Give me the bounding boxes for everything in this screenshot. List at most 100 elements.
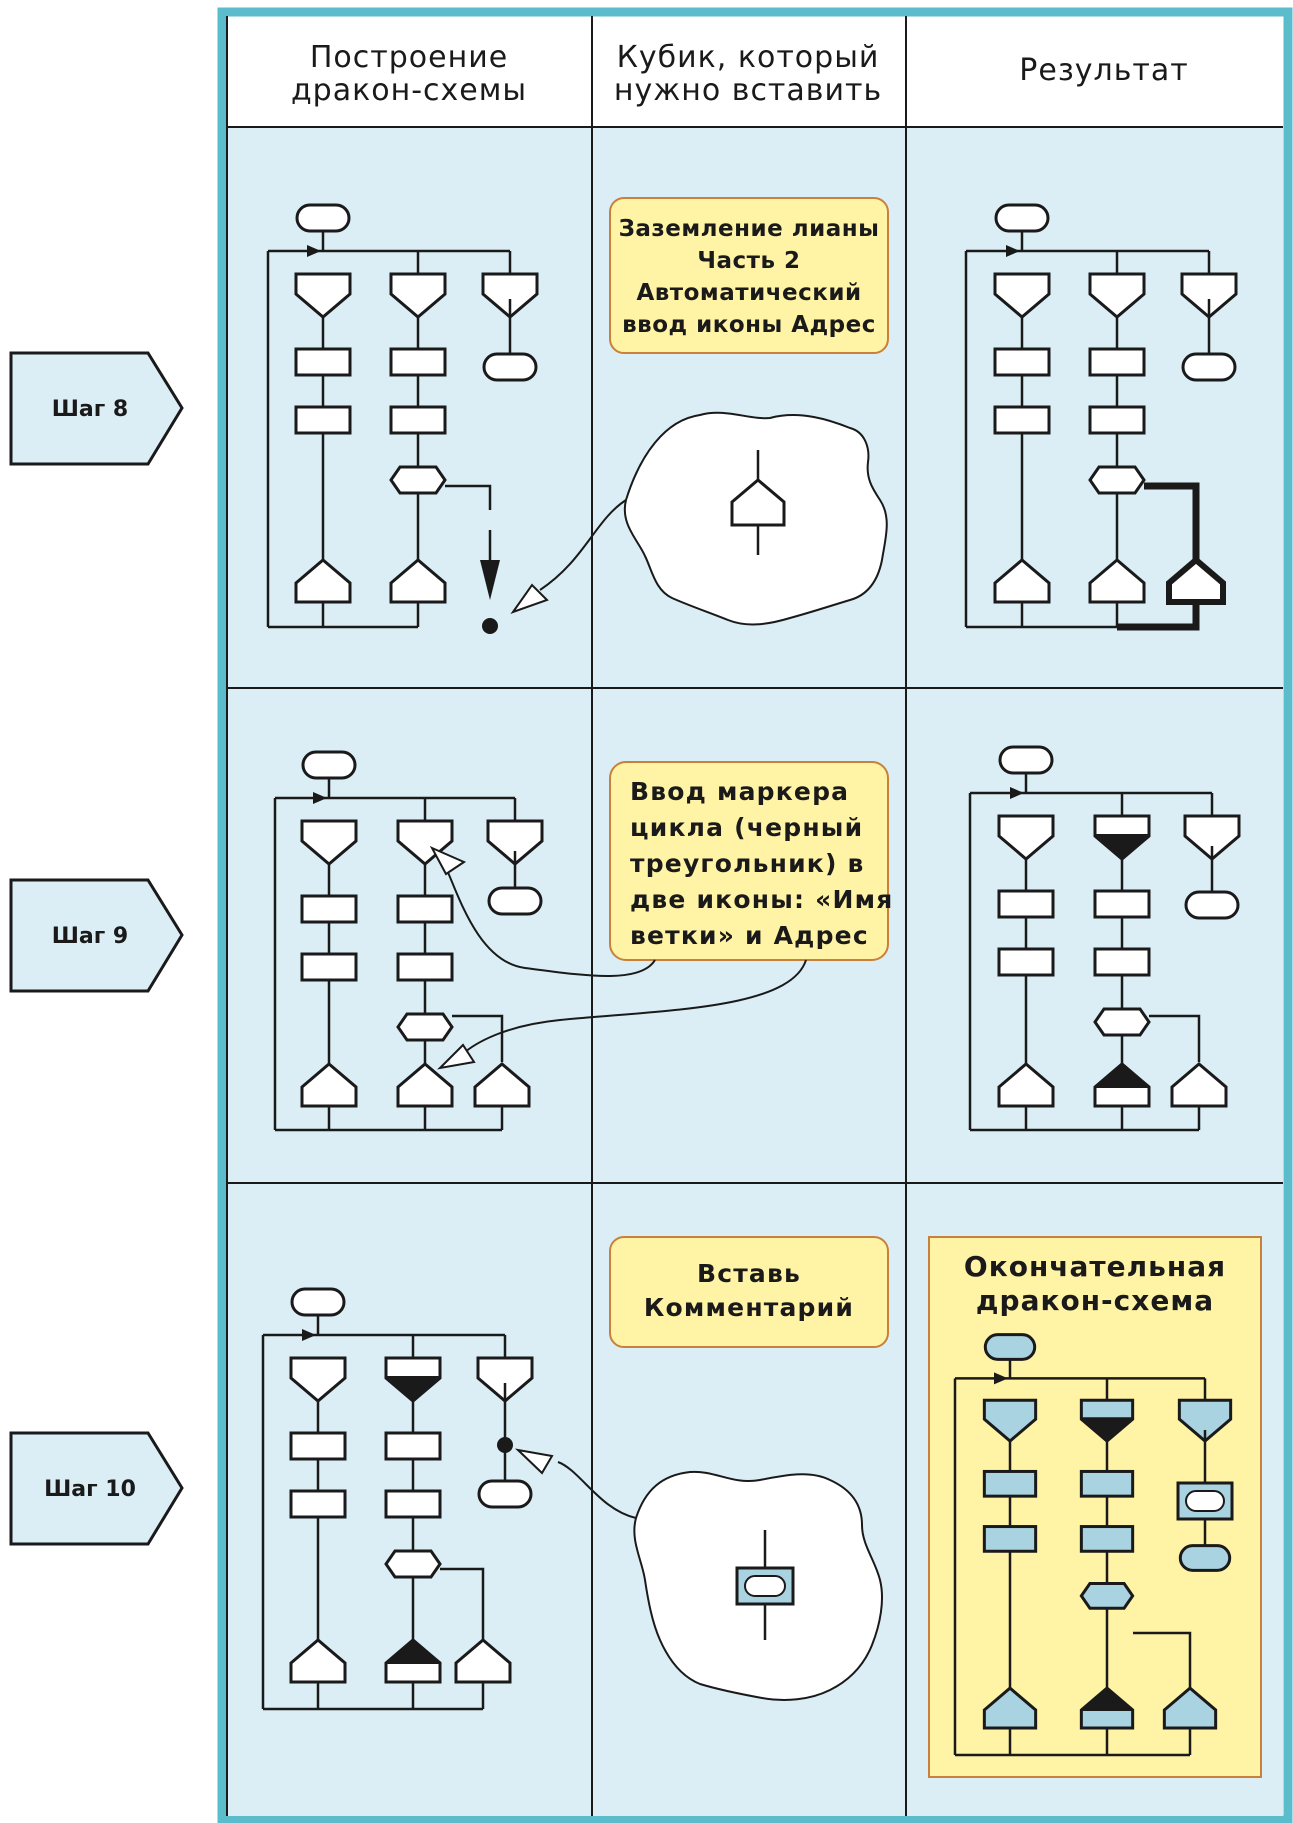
arrow-icon [307, 245, 321, 257]
question-shape [1093, 1007, 1151, 1037]
branch-name-shape [486, 819, 544, 866]
branch-name-shape [982, 1398, 1038, 1444]
step10-note-line2: Комментарий [644, 1293, 854, 1322]
step10-note [609, 1236, 889, 1348]
insertion-point-icon [482, 618, 498, 634]
loop-marker-icon [1081, 1688, 1133, 1711]
action-shape [997, 947, 1055, 977]
address-shape [289, 1638, 347, 1684]
connector-line [445, 484, 492, 510]
comment-icon [735, 1530, 795, 1640]
action-shape [982, 1469, 1038, 1498]
step9-note-line5: ветки» и Адрес [630, 921, 869, 950]
question-shape [1088, 465, 1146, 495]
terminator-shape [295, 203, 351, 233]
terminator-shape [983, 1333, 1037, 1361]
step8-note-line4: ввод иконы Адрес [622, 312, 876, 338]
connector-line [1149, 1014, 1201, 1062]
header-col3-line1: Результат [1019, 53, 1188, 88]
step9-note [609, 761, 889, 961]
terminator-shape [482, 352, 538, 382]
question-shape [384, 1549, 442, 1579]
loop-marker-icon [1081, 1417, 1133, 1442]
address-shape [982, 1686, 1038, 1730]
branch-name-shape [993, 272, 1051, 319]
action-shape [993, 405, 1051, 435]
branch-name-shape [1180, 272, 1238, 319]
drakon-diagrams [261, 203, 1241, 1757]
step9-note-line3: треугольник) в [630, 849, 865, 878]
action-shape [396, 952, 454, 982]
terminator-shape [301, 750, 357, 780]
terminator-shape [487, 886, 543, 916]
header-col1-line1: Построение [310, 40, 508, 75]
address-shape [294, 558, 352, 604]
address-icon [730, 450, 786, 555]
address-shape [454, 1638, 512, 1684]
address-shape [1088, 558, 1146, 604]
action-shape [389, 347, 447, 377]
connector-line [452, 1014, 504, 1062]
action-shape [982, 1525, 1038, 1553]
address-shape [997, 1062, 1055, 1108]
terminator-shape [290, 1287, 346, 1317]
loop-marker-icon [1095, 834, 1149, 859]
step10-note-line1: Вставь [697, 1259, 801, 1288]
branch-name-shape [997, 814, 1055, 861]
action-shape [289, 1489, 347, 1519]
final-title-line1: Окончательная [964, 1250, 1226, 1283]
step8-note-line2: Часть 2 [697, 248, 800, 274]
header-col2-line1: Кубик, который [617, 40, 880, 75]
terminator-shape [1181, 352, 1237, 382]
step10-tag [9, 1431, 184, 1546]
address-shape [1166, 556, 1226, 605]
loop-marker-icon [386, 1640, 440, 1664]
branch-name-shape [289, 1356, 347, 1403]
header-col1-line2: дракон-схемы [291, 73, 527, 108]
action-shape [300, 952, 358, 982]
action-shape [1079, 1469, 1135, 1498]
action-shape [1088, 347, 1146, 377]
loop-marker-icon [386, 1376, 440, 1401]
step9-note-line4: две иконы: «Имя [630, 885, 893, 914]
connector-line [1133, 1631, 1192, 1688]
final-title-line2: дракон-схема [976, 1284, 1214, 1317]
question-shape [1079, 1582, 1135, 1610]
terminator-shape [994, 203, 1050, 233]
connector-line [440, 1567, 485, 1640]
action-shape [384, 1489, 442, 1519]
arrow-icon [313, 792, 327, 804]
branch-name-shape [389, 272, 447, 319]
header-col2-line2: нужно вставить [614, 73, 882, 108]
arrow-icon [480, 560, 500, 600]
branch-name-shape [481, 272, 539, 319]
branch-name-shape [476, 1356, 534, 1403]
address-shape [473, 1062, 531, 1108]
arrow-icon [994, 1372, 1008, 1385]
insertion-point-icon [497, 1437, 513, 1453]
action-shape [997, 889, 1055, 919]
branch-name-shape [1177, 1398, 1233, 1444]
terminator-shape [1184, 890, 1240, 920]
action-shape [1079, 1525, 1135, 1553]
step9-note-line2: цикла (черный [630, 813, 863, 842]
branch-name-shape [294, 272, 352, 319]
arrow-icon [302, 1329, 316, 1341]
connector-line [1117, 602, 1200, 631]
step8-note [609, 197, 889, 354]
step10-label: Шаг 10 [44, 1477, 136, 1502]
address-shape [1162, 1686, 1218, 1730]
branch-name-shape [1088, 272, 1146, 319]
step9-note-line1: Ввод маркера [630, 777, 849, 806]
hollow-arrow-icon [429, 499, 807, 1519]
action-shape [389, 405, 447, 435]
question-shape [396, 1012, 454, 1042]
address-shape [300, 1062, 358, 1108]
action-shape [300, 894, 358, 924]
address-shape [396, 1062, 454, 1108]
action-shape [1093, 947, 1151, 977]
action-shape [993, 347, 1051, 377]
action-shape [294, 405, 352, 435]
branch-name-shape [1183, 814, 1241, 861]
